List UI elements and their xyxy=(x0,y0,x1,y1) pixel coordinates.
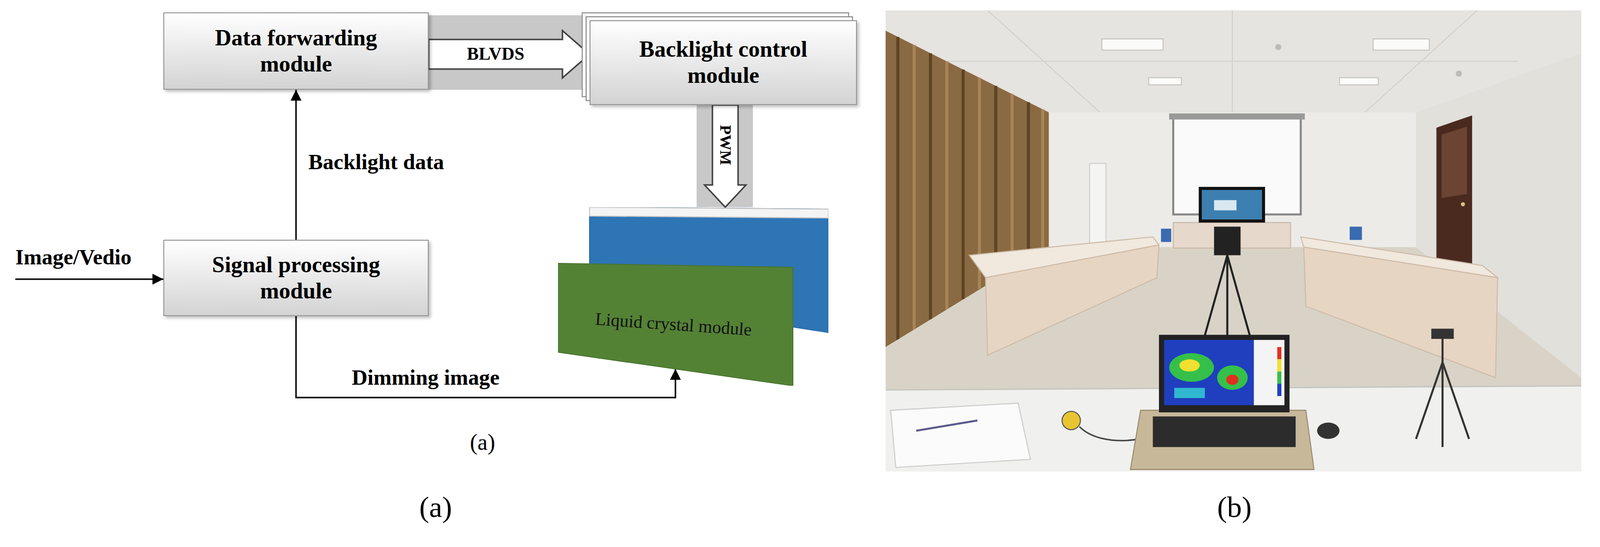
text-group: Backlight control module xyxy=(610,36,837,89)
tape-measure xyxy=(1079,426,1141,441)
laptop xyxy=(1158,334,1290,413)
tv-stand xyxy=(1349,226,1363,241)
process-box: Signal processing module xyxy=(163,239,429,317)
laptop xyxy=(1163,339,1254,406)
papers xyxy=(916,420,978,432)
display-panel: Liquid crystal module xyxy=(558,207,829,386)
right-table xyxy=(1303,247,1498,378)
ceiling xyxy=(1101,38,1163,51)
panel-outline xyxy=(558,207,829,386)
text-group: Data forwarding module xyxy=(184,25,409,78)
curtains xyxy=(1010,94,1014,270)
panel-caption: (a) xyxy=(469,430,495,456)
signal-label: Dimming image xyxy=(351,366,500,390)
right-tripod xyxy=(1441,362,1444,448)
right-table xyxy=(1300,236,1498,378)
right-tripod xyxy=(1415,328,1470,447)
bus-arrow xyxy=(428,30,590,78)
laptop xyxy=(1153,416,1296,447)
left-table xyxy=(969,236,1160,356)
tv-stand xyxy=(1160,228,1172,243)
ceiling xyxy=(946,60,1519,62)
laptop xyxy=(1130,334,1314,470)
box-text: Signal processing module xyxy=(184,252,409,305)
bus-arrow xyxy=(704,105,746,208)
curtains xyxy=(1041,109,1044,251)
laptop xyxy=(1226,374,1239,385)
curtains xyxy=(929,53,932,320)
panel-caption: (b) xyxy=(1217,490,1252,524)
laptop xyxy=(1277,359,1282,372)
television xyxy=(1198,186,1266,223)
process-box: Backlight control module xyxy=(589,20,857,106)
photo-ground xyxy=(885,10,1582,472)
input-label: Image/Vedio xyxy=(15,245,132,270)
right-tripod xyxy=(1431,328,1454,339)
tape-measure xyxy=(1062,411,1141,441)
laptop xyxy=(1179,359,1200,372)
left-table xyxy=(985,245,1159,356)
curtains xyxy=(912,44,916,330)
process-box: Data forwarding module xyxy=(163,12,429,90)
box-text: Backlight control module xyxy=(610,36,837,89)
signal-arrow xyxy=(295,89,298,240)
laptop xyxy=(1169,353,1215,382)
television xyxy=(1201,189,1263,220)
right-wall xyxy=(1436,115,1472,281)
camera-tripod xyxy=(1226,255,1229,343)
laptop xyxy=(1253,339,1285,406)
mouse xyxy=(1317,422,1340,440)
tape-measure xyxy=(1062,411,1081,430)
bus-band xyxy=(696,105,753,208)
television xyxy=(1198,186,1266,223)
ceiling xyxy=(1275,43,1282,50)
ceiling xyxy=(1455,70,1462,77)
right-tripod xyxy=(1441,338,1444,363)
panel-caption: (a) xyxy=(419,490,453,524)
signal-label: PWM xyxy=(716,123,734,167)
panel-layer xyxy=(558,263,793,386)
bus-band xyxy=(428,15,590,90)
papers xyxy=(890,403,1031,468)
television xyxy=(1214,200,1237,211)
laptop xyxy=(1277,347,1282,360)
panel-layer xyxy=(589,207,829,219)
box-text: Data forwarding module xyxy=(184,25,409,78)
room-photo xyxy=(885,10,1582,472)
curtains xyxy=(1026,102,1030,260)
laptop xyxy=(1277,383,1282,397)
curtains xyxy=(994,85,998,280)
input-arrow xyxy=(15,278,164,281)
right-wall xyxy=(1441,126,1468,199)
signal-label: BLVDS xyxy=(465,44,526,65)
laptop xyxy=(1130,410,1314,470)
mouse xyxy=(1317,422,1340,440)
camera-tripod xyxy=(1203,255,1228,339)
camera-tripod xyxy=(1227,255,1252,339)
laptop xyxy=(1174,387,1205,399)
camera-tripod xyxy=(1214,226,1241,256)
papers xyxy=(890,403,1031,468)
projection-screen xyxy=(1169,113,1305,120)
laptop xyxy=(1217,365,1248,391)
air-conditioner xyxy=(1089,163,1106,245)
ceiling xyxy=(1148,77,1182,85)
curtains xyxy=(961,69,965,299)
air-conditioner xyxy=(1089,163,1106,245)
curtains xyxy=(896,37,900,340)
laptop xyxy=(1277,371,1282,384)
right-wall xyxy=(1460,202,1465,207)
curtains xyxy=(945,61,949,310)
ceiling xyxy=(1373,38,1430,51)
right-tripod xyxy=(1442,362,1470,440)
camera-tripod xyxy=(1203,226,1251,344)
signal-label: Backlight data xyxy=(308,150,445,175)
right-tripod xyxy=(1415,362,1443,440)
text-group: Signal processing module xyxy=(184,252,409,305)
ceiling xyxy=(1339,77,1379,85)
